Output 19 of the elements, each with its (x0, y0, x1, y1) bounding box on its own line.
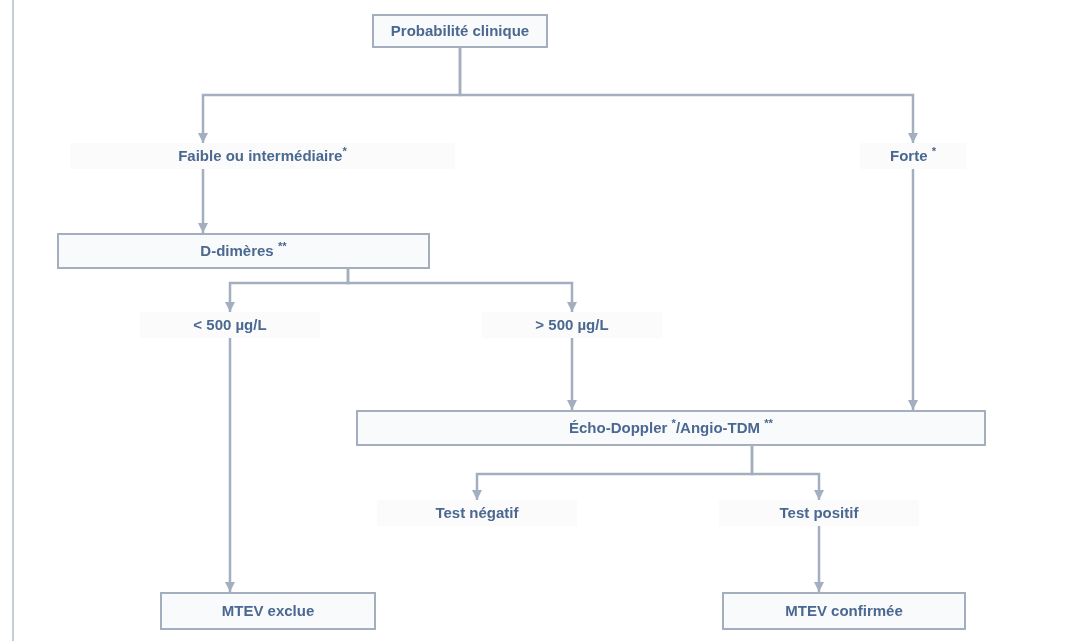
arrow (346, 269, 577, 312)
arrow (198, 169, 208, 233)
arrow (567, 338, 577, 410)
outcome-label: Test négatif (377, 500, 577, 526)
arrow (458, 48, 918, 143)
outcome-label: Forte $^{*}$ (860, 143, 966, 169)
process-box: D-dimères $^{**}$ (57, 233, 430, 269)
process-box: Probabilité clinique (372, 14, 548, 48)
arrow (908, 169, 918, 410)
outcome-label: Faible ou intermédiaire$^{*}$ (70, 143, 455, 169)
outcome-label: Test positif (719, 500, 919, 526)
arrow (750, 446, 824, 500)
process-box: MTEV confirmée (722, 592, 966, 630)
outcome-label: > 500 µg/L (482, 312, 662, 338)
process-box: MTEV exclue (160, 592, 376, 630)
arrow (225, 338, 235, 592)
arrow (814, 526, 824, 592)
outcome-label: < 500 µg/L (140, 312, 320, 338)
process-box: Écho-Doppler $^{*}$/Angio-TDM $^{**}$ (356, 410, 986, 446)
